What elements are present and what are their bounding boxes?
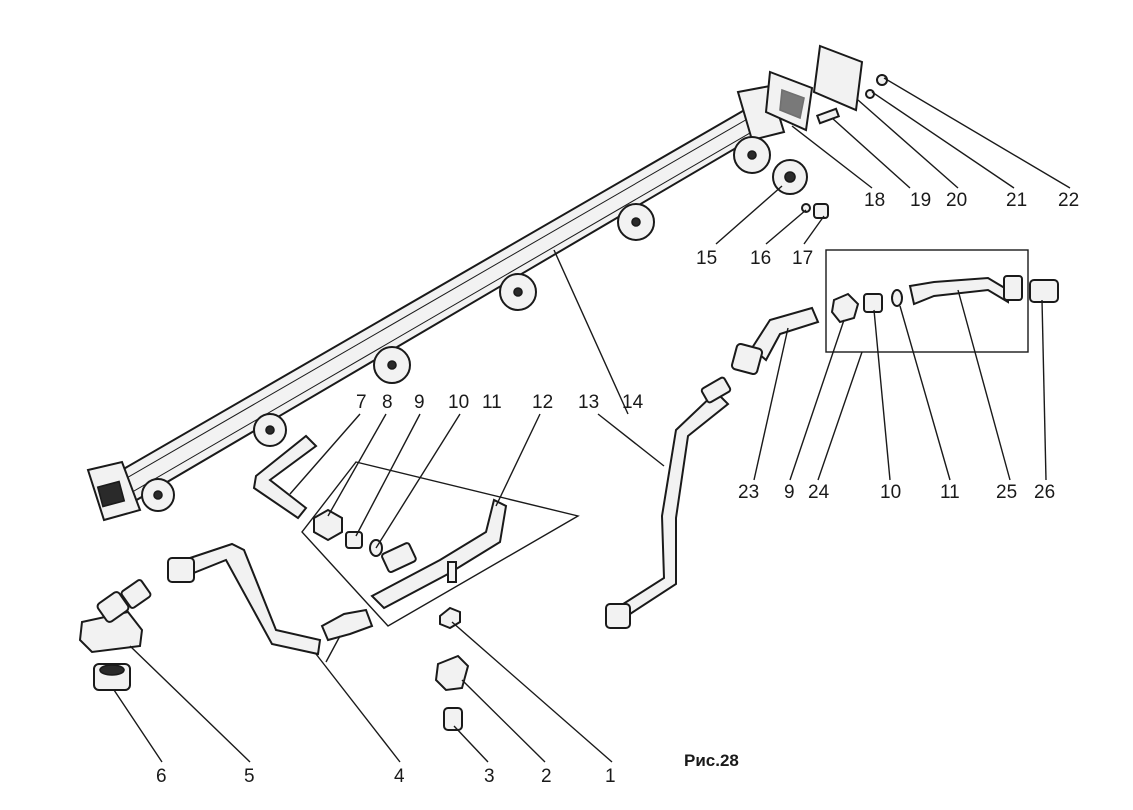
- label-13: 13: [578, 392, 599, 413]
- small-parts: [434, 606, 470, 731]
- label-5: 5: [244, 766, 255, 787]
- box-group-left: [301, 461, 580, 627]
- label-24: 24: [808, 482, 830, 503]
- label-14: 14: [622, 392, 644, 413]
- pipe-23: [730, 306, 820, 376]
- fitting-6: [93, 663, 131, 691]
- pipe-4: [167, 542, 374, 656]
- label-22: 22: [1058, 190, 1079, 211]
- label-20: 20: [946, 190, 967, 211]
- label-11-right: 11: [940, 482, 960, 503]
- label-3: 3: [484, 766, 495, 787]
- label-18: 18: [864, 190, 885, 211]
- label-9-left: 9: [414, 392, 425, 413]
- fitting-5: [78, 579, 152, 654]
- label-16: 16: [750, 248, 771, 269]
- label-6: 6: [156, 766, 167, 787]
- flange-plate-group: [764, 44, 888, 132]
- label-23: 23: [738, 482, 759, 503]
- main-pipe: [86, 84, 786, 522]
- label-10-left: 10: [448, 392, 469, 413]
- label-15: 15: [696, 248, 717, 269]
- leader-lines: [113, 77, 1071, 763]
- label-21: 21: [1006, 190, 1027, 211]
- part-labels: 1 2 3 4 5 6 7 8 9 10 11 12 13 14 15 16 1…: [156, 190, 1079, 787]
- label-2: 2: [541, 766, 552, 787]
- label-1: 1: [605, 766, 616, 787]
- label-9-right: 9: [784, 482, 795, 503]
- pipe-7: [252, 434, 318, 520]
- label-4: 4: [394, 766, 405, 787]
- pipe-13: [605, 376, 732, 629]
- figure-caption: Рис.28: [684, 751, 739, 770]
- label-25: 25: [996, 482, 1017, 503]
- label-26: 26: [1034, 482, 1055, 503]
- label-8: 8: [382, 392, 393, 413]
- label-17: 17: [792, 248, 813, 269]
- label-10-right: 10: [880, 482, 901, 503]
- label-11-left: 11: [482, 392, 502, 413]
- label-19: 19: [910, 190, 931, 211]
- label-7: 7: [356, 392, 367, 413]
- gasket-parts: [772, 159, 829, 219]
- label-12: 12: [532, 392, 553, 413]
- box-group-right: [825, 249, 1059, 353]
